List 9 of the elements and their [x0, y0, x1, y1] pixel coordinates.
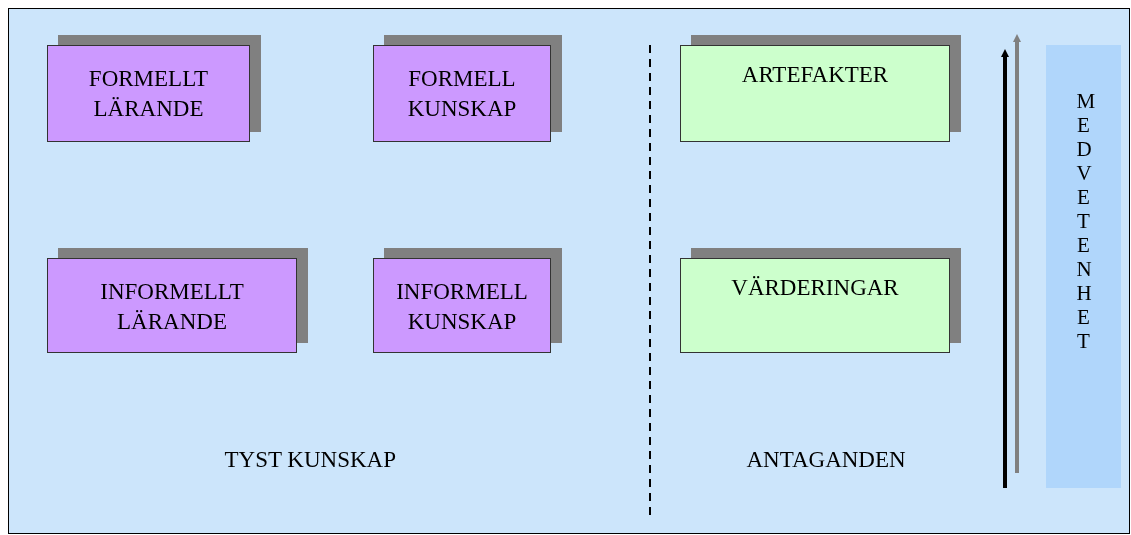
concept-box: ARTEFAKTER: [680, 45, 950, 142]
vertical-band: [1046, 45, 1121, 488]
concept-box: FORMELL KUNSKAP: [373, 45, 551, 142]
concept-box: FORMELLT LÄRANDE: [47, 45, 250, 142]
concept-box: VÄRDERINGAR: [680, 258, 950, 353]
concept-box: INFORMELLT LÄRANDE: [47, 258, 297, 353]
concept-box: INFORMELL KUNSKAP: [373, 258, 551, 353]
group-label: TYST KUNSKAP: [224, 447, 396, 473]
group-label: ANTAGANDEN: [746, 447, 906, 473]
